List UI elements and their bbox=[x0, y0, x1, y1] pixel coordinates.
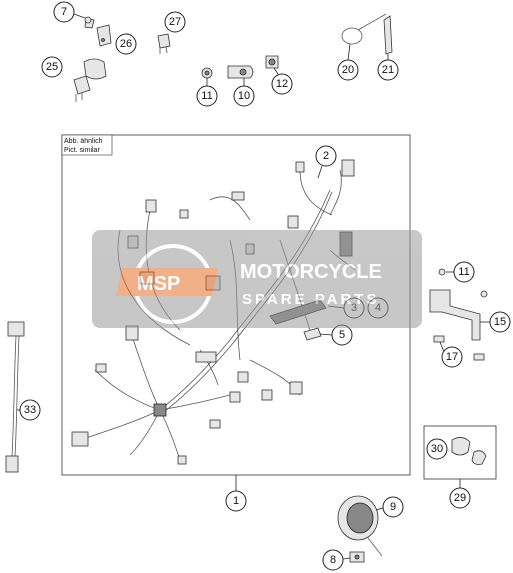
callout-21: 21 bbox=[377, 54, 399, 81]
callout-12: 12 bbox=[271, 67, 293, 95]
callout-9-label: 9 bbox=[390, 501, 396, 513]
callout-8-label: 8 bbox=[330, 554, 336, 566]
note-line-2: Pict. similar bbox=[64, 147, 100, 154]
callout-10-label: 10 bbox=[238, 90, 250, 102]
callout-11-top-label: 11 bbox=[201, 90, 212, 102]
callout-12-label: 12 bbox=[276, 78, 288, 90]
watermark: MSP MOTORCYCLE SPARE PARTS bbox=[92, 230, 422, 328]
part-10-cable-clamp bbox=[227, 65, 254, 79]
part-9-cover bbox=[337, 495, 383, 557]
callout-29: 29 bbox=[449, 479, 471, 509]
callout-33: 33 bbox=[17, 399, 41, 421]
callout-15: 15 bbox=[480, 311, 511, 333]
part-7-screw bbox=[84, 16, 95, 29]
callout-7: 7 bbox=[53, 1, 86, 23]
callout-11-right-label: 11 bbox=[458, 266, 469, 278]
part-33-sensor-cable bbox=[5, 321, 25, 473]
callout-9: 9 bbox=[375, 496, 404, 518]
callout-1: 1 bbox=[225, 475, 247, 512]
watermark-brand-line2: SPARE PARTS bbox=[242, 291, 379, 308]
callout-20: 20 bbox=[337, 43, 359, 81]
callout-30-label: 30 bbox=[431, 443, 443, 455]
callout-20-label: 20 bbox=[342, 64, 354, 76]
part-27-connector bbox=[157, 33, 171, 54]
callout-11-right: 11 bbox=[446, 261, 475, 283]
callout-26-label: 26 bbox=[120, 38, 132, 50]
callout-2-label: 2 bbox=[323, 150, 329, 162]
note-line-1: Abb. ähnlich bbox=[64, 138, 103, 145]
part-15-bracket bbox=[429, 289, 481, 341]
callout-27-label: 27 bbox=[169, 16, 181, 28]
part-30-clamp bbox=[451, 437, 487, 465]
part-21-strap bbox=[383, 15, 393, 55]
callout-8: 8 bbox=[322, 549, 351, 571]
part-20-cable-tie bbox=[341, 13, 387, 45]
callout-15-label: 15 bbox=[494, 316, 506, 328]
watermark-brand-line1: MOTORCYCLE bbox=[240, 261, 382, 283]
part-26-bracket bbox=[96, 24, 112, 47]
watermark-band bbox=[92, 230, 422, 328]
part-17-clips bbox=[433, 335, 485, 361]
callout-25-label: 25 bbox=[46, 61, 58, 73]
callout-25: 25 bbox=[41, 56, 63, 78]
callout-21-label: 21 bbox=[382, 64, 394, 76]
callout-5-label: 5 bbox=[339, 329, 345, 341]
callout-29-label: 29 bbox=[454, 492, 466, 504]
watermark-logo-text: MSP bbox=[137, 273, 180, 295]
callout-33-label: 33 bbox=[24, 404, 36, 416]
callout-10: 10 bbox=[233, 78, 255, 107]
callout-27: 27 bbox=[164, 11, 186, 33]
callout-17-label: 17 bbox=[446, 351, 458, 363]
callout-7-label: 7 bbox=[61, 6, 67, 18]
callout-1-label: 1 bbox=[233, 495, 239, 507]
part-11-screws-right bbox=[438, 268, 488, 298]
callout-26: 26 bbox=[115, 33, 137, 55]
part-8-screw bbox=[349, 551, 365, 563]
watermark-logo-shape bbox=[116, 268, 218, 296]
part-12-clip-nut bbox=[265, 55, 279, 69]
callout-17: 17 bbox=[439, 341, 463, 368]
part-11-nut-top bbox=[201, 67, 213, 79]
callout-5: 5 bbox=[319, 324, 353, 346]
callout-30: 30 bbox=[426, 438, 448, 460]
note-box bbox=[61, 134, 113, 156]
callout-2: 2 bbox=[315, 145, 337, 179]
part-25-plug bbox=[73, 58, 107, 102]
callout-11-top: 11 bbox=[196, 78, 218, 107]
